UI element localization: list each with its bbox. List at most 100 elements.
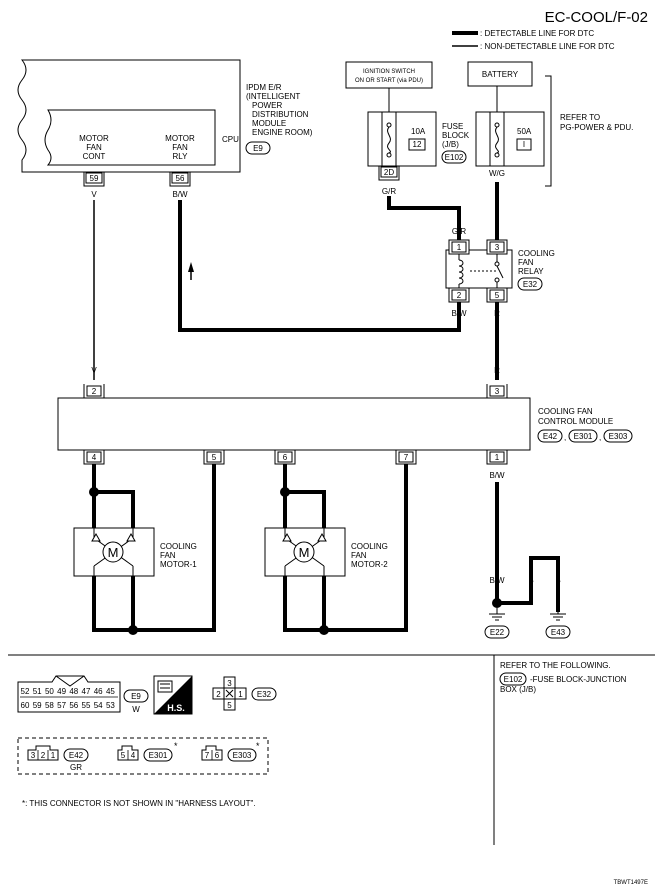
page-title: EC-COOL/F-02 [545,9,648,26]
svg-text:FAN: FAN [518,258,534,267]
svg-text:E303: E303 [609,432,628,441]
svg-text:PG-POWER & PDU.: PG-POWER & PDU. [560,123,633,132]
svg-text:5: 5 [227,701,232,710]
motor1-m: M [108,545,119,560]
wire-bw-module: B/W [489,471,505,480]
relay-connector-badge: E32 [517,277,543,291]
ground-icon [489,608,505,621]
ipdm-pin-59: 59 [83,172,105,187]
connector-pin-number: 60 [21,701,30,710]
wire-r-module: R [494,366,500,375]
motor1-label: COOLING FAN MOTOR-1 [160,542,197,569]
legend-non-detectable-text: : NON-DETECTABLE LINE FOR DTC [480,42,615,51]
svg-text:2: 2 [41,751,46,760]
svg-text:REFER TO: REFER TO [560,113,600,122]
splice-dot [128,625,138,635]
footnote: *: THIS CONNECTOR IS NOT SHOWN IN "HARNE… [22,799,256,808]
battery-fuse-number-box: I [516,138,532,151]
wire-v-module: V [91,366,97,375]
svg-text:E9: E9 [253,144,263,153]
svg-text:6: 6 [283,453,288,462]
harness-side-icon [153,675,193,715]
module-pin-7: 7 [395,450,417,465]
svg-text:3: 3 [31,751,36,760]
svg-text:FAN: FAN [86,143,102,152]
connector-pin-number: 53 [106,701,115,710]
wire-gr-relay: G/R [452,227,466,236]
splice-dot [280,487,290,497]
connector-e301-badge: E301 [143,748,173,762]
motor2-m: M [299,545,310,560]
connector-pin-number: 55 [82,701,91,710]
svg-text:I: I [523,140,525,149]
svg-text:BLOCK: BLOCK [442,131,470,140]
connector-pin-number: 46 [94,687,103,696]
svg-text:1: 1 [51,751,56,760]
svg-text:2: 2 [92,387,97,396]
wire-b1-label: B [528,576,533,585]
svg-text:2D: 2D [384,168,394,177]
connector-e303-face: 7 6 [201,745,223,761]
svg-text:E303: E303 [233,751,252,760]
module-pin-2: 2 [83,384,105,399]
svg-text:5: 5 [212,453,217,462]
sep-2: , [599,433,601,442]
module-pin-1: 1 [486,450,508,465]
splice-dot [319,625,329,635]
connector-pin-number: 49 [57,687,66,696]
module-label: COOLING FAN CONTROL MODULE [538,407,613,426]
connector-pin-number: 58 [45,701,54,710]
connector-pin-number: 52 [21,687,30,696]
svg-text:E9: E9 [131,692,141,701]
wire-wg: W/G [489,169,505,178]
svg-text:7: 7 [205,751,210,760]
svg-text:ENGINE ROOM): ENGINE ROOM) [252,128,313,137]
svg-text:4: 4 [131,751,136,760]
svg-text:ON OR START (via PDU): ON OR START (via PDU) [355,78,423,84]
svg-text:E42: E42 [543,432,558,441]
battery-refer-text: REFER TO PG-POWER & PDU. [560,113,633,132]
ipdm-label: IPDM E/R (INTELLIGENT POWER DISTRIBUTION… [246,83,313,137]
svg-text:E301: E301 [149,751,168,760]
relay-switch-icon [470,254,504,288]
wire-bw-top: B/W [172,190,188,199]
svg-text:E32: E32 [257,690,272,699]
svg-text:COOLING: COOLING [160,542,197,551]
wire-v-top: V [91,190,97,199]
refer-text-2: BOX (J/B) [500,685,536,694]
svg-text:E301: E301 [574,432,593,441]
svg-text:MOTOR: MOTOR [79,134,109,143]
svg-text:MOTOR-2: MOTOR-2 [351,560,388,569]
module-connector-e303: E303 [603,429,633,443]
legend-detectable-text: : DETECTABLE LINE FOR DTC [480,29,594,38]
arrow-up-icon [188,262,194,272]
svg-text:(J/B): (J/B) [442,140,459,149]
splice-dot [89,487,99,497]
module-connector-e42: E42 [537,429,563,443]
connector-pin-number: 57 [57,701,66,710]
star-e303: * [256,741,260,751]
connector-pin-number: 54 [94,701,103,710]
svg-text:6: 6 [215,751,220,760]
relay-coil-icon [458,254,464,288]
svg-text:E42: E42 [69,751,84,760]
svg-text:1: 1 [495,453,500,462]
svg-text:E32: E32 [523,280,538,289]
connector-pin-number: 59 [33,701,42,710]
connector-e9-badge: E9 [123,689,149,703]
module-pin-4: 4 [83,450,105,465]
svg-text:7: 7 [404,453,409,462]
connector-e303-badge: E303 [227,748,257,762]
svg-text:DISTRIBUTION: DISTRIBUTION [252,110,309,119]
connector-pin-number: 45 [106,687,115,696]
ground-icon [550,612,566,621]
svg-text:5: 5 [121,751,126,760]
connector-e9-face [17,675,121,713]
ground-e43-badge: E43 [545,625,571,639]
svg-text:CONT: CONT [83,152,106,161]
connector-pin-number: 51 [33,687,42,696]
cpu-label: CPU [222,135,239,144]
svg-text:3: 3 [495,243,500,252]
svg-text:3: 3 [227,679,232,688]
